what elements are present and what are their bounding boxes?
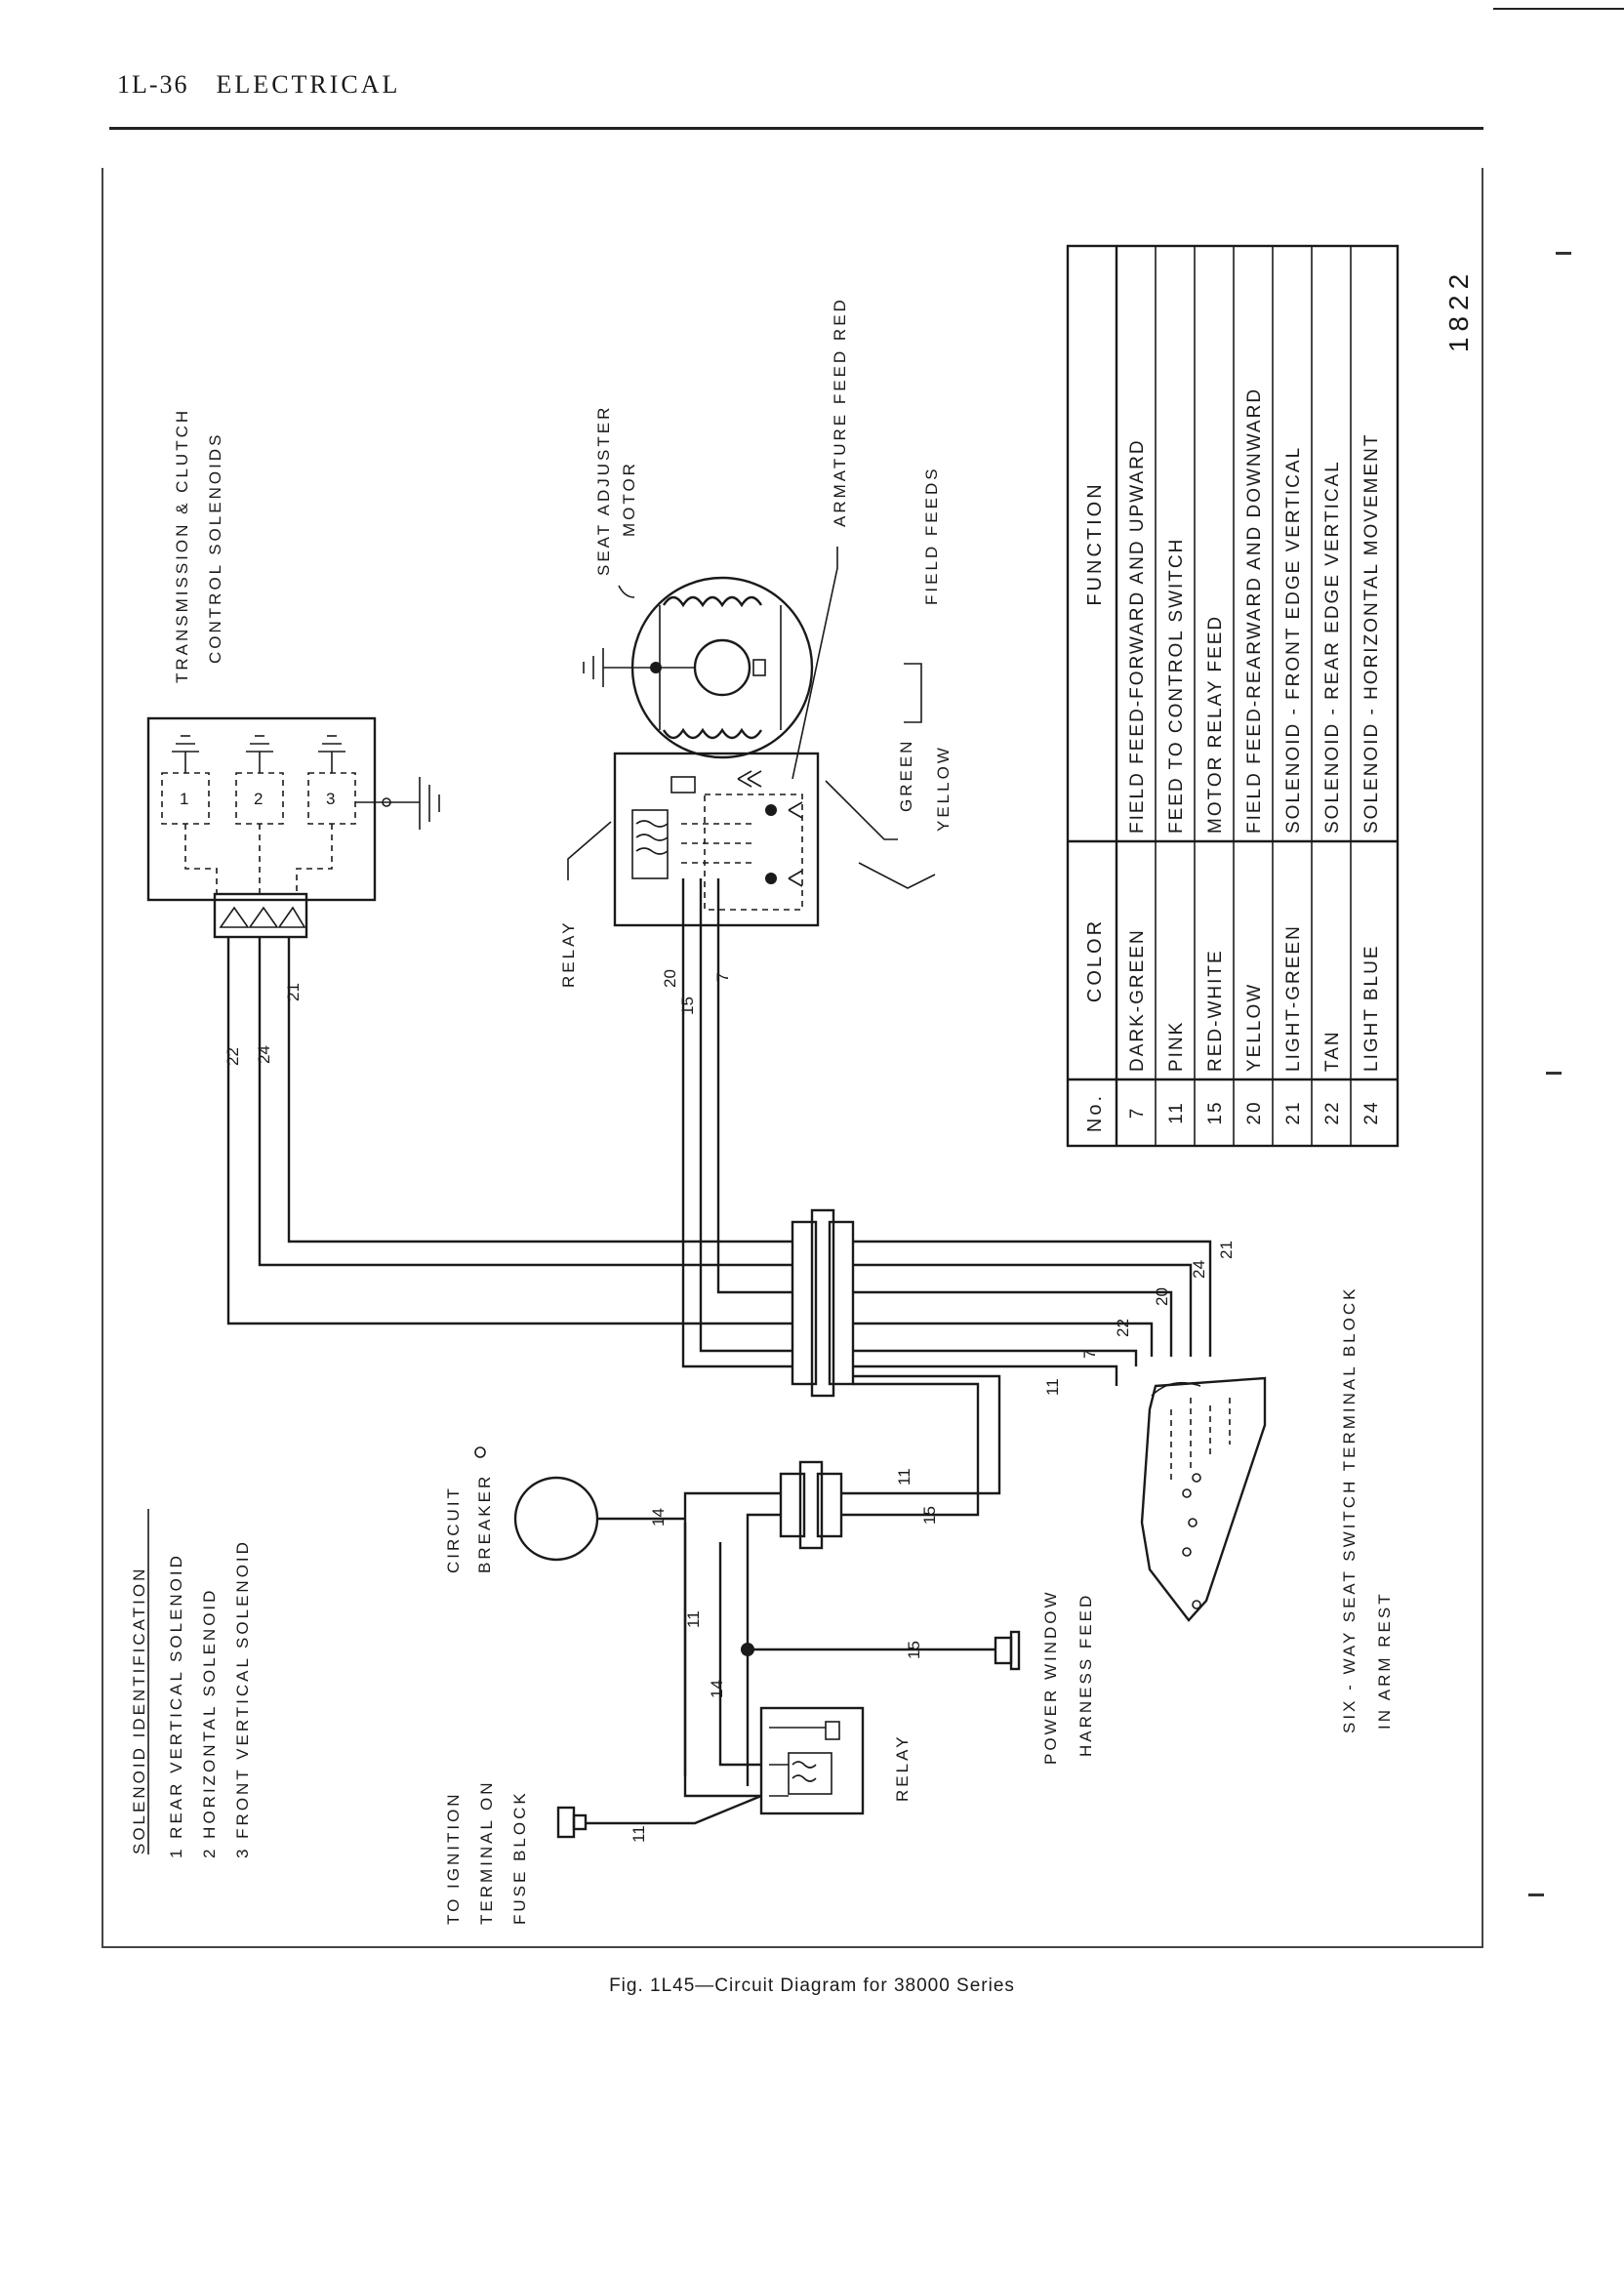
lower-relay [759,1706,865,1815]
margin-mark [1546,1072,1562,1075]
seat-motor-label: MOTOR [620,461,638,537]
wire-label: 11 [629,1825,648,1843]
relay-label: RELAY [559,920,578,989]
table-header-no: No. [1084,1093,1106,1132]
corner-rule [1493,8,1624,10]
table-cell-no: 7 [1127,1107,1148,1120]
table-cell-color: YELLOW [1244,983,1265,1072]
table-cell-no: 21 [1283,1100,1304,1124]
yellow-wire-label: YELLOW [934,745,953,832]
figure-caption: Fig. 1L45—Circuit Diagram for 38000 Seri… [609,1975,1015,1996]
solenoid-2-number: 2 [254,790,263,808]
wire-label: 21 [1217,1241,1236,1259]
table-cell-color: LIGHT-GREEN [1283,924,1304,1072]
table-cell-no: 15 [1205,1100,1226,1124]
ground-icon [172,735,345,773]
table-header-function: FUNCTION [1084,481,1106,605]
wire-label: 22 [223,1047,242,1066]
table-cell-color: DARK-GREEN [1127,928,1148,1072]
table-cell-function: MOTOR RELAY FEED [1205,615,1226,834]
wire-label: 24 [255,1045,273,1064]
relay-label: RELAY [893,1734,912,1803]
circuit-breaker-label: CIRCUIT [444,1486,463,1573]
seat-relay [613,752,820,927]
wire-label: 15 [920,1506,939,1525]
seat-adjuster-motor: SEAT ADJUSTER MOTOR [583,405,814,759]
table-cell-no: 11 [1166,1101,1187,1124]
switch-block-label: IN ARM REST [1375,1591,1394,1730]
ground-icon [583,648,656,687]
table-cell-function: FIELD FEED-REARWARD AND DOWNWARD [1244,387,1265,834]
wire-label: 11 [1043,1378,1062,1396]
solenoid-id-item: 1 REAR VERTICAL SOLENOID [167,1553,185,1858]
margin-mark [1556,252,1571,255]
solenoid-identification: SOLENOID IDENTIFICATION 1 REAR VERTICAL … [130,1509,252,1858]
wire-label: 7 [1080,1350,1099,1359]
ignition-label: TERMINAL ON [477,1779,496,1925]
table-header-color: COLOR [1084,918,1106,1002]
wire-label: 7 [713,973,732,982]
harness-grommet [791,1208,855,1398]
table-cell-function: SOLENOID - HORIZONTAL MOVEMENT [1361,433,1382,834]
wire-label: 20 [1153,1287,1171,1306]
section-title: ELECTRICAL [216,70,401,99]
table-cell-function: SOLENOID - FRONT EDGE VERTICAL [1283,446,1304,834]
solenoid-1-number: 1 [180,790,188,808]
table-cell-color: RED-WHITE [1205,949,1226,1072]
solenoid-id-item: 3 FRONT VERTICAL SOLENOID [233,1539,252,1858]
table-cell-color: LIGHT BLUE [1361,944,1382,1072]
wire-label: 15 [905,1641,923,1659]
wire-label: 14 [649,1508,668,1527]
power-window-label: HARNESS FEED [1076,1593,1095,1757]
table-cell-no: 22 [1322,1100,1343,1124]
wire-label: 24 [1190,1260,1208,1279]
wire-label: 21 [284,983,303,1001]
solenoid-id-title: SOLENOID IDENTIFICATION [130,1567,148,1854]
solenoid-block: TRANSMISSION & CLUTCH CONTROL SOLENOIDS … [146,408,440,939]
wire-label: 20 [661,969,679,988]
green-wire-label: GREEN [897,739,915,812]
ignition-label: FUSE BLOCK [510,1790,529,1925]
seat-motor-label: SEAT ADJUSTER [594,405,613,576]
table-cell-function: FEED TO CONTROL SWITCH [1166,538,1187,834]
wire-label: 15 [678,997,697,1015]
seat-switch-block [1140,1376,1267,1622]
wire-label: 14 [708,1680,726,1698]
power-window-label: POWER WINDOW [1041,1589,1060,1765]
margin-mark [1528,1893,1544,1896]
wire-table: No. COLOR FUNCTION 7 DARK-GREEN FIELD FE… [1066,244,1400,1148]
table-cell-no: 24 [1361,1100,1382,1124]
circuit-breaker [513,1476,685,1562]
field-feeds-label: FIELD FEEDS [922,466,941,605]
table-cell-color: TAN [1322,1030,1343,1072]
page-number: 1L-36 [117,70,189,99]
solenoid-id-item: 2 HORIZONTAL SOLENOID [200,1588,219,1858]
table-cell-function: SOLENOID - REAR EDGE VERTICAL [1322,460,1343,834]
figure-frame [102,168,1483,1948]
switch-block-label: SIX - WAY SEAT SWITCH TERMINAL BLOCK [1340,1286,1359,1733]
armature-feed-label: ARMATURE FEED RED [831,297,849,527]
circuit-breaker-label: BREAKER [475,1474,494,1573]
wire-label: 11 [895,1468,914,1486]
trans-solenoids-label: CONTROL SOLENOIDS [206,432,224,664]
lower-grommet [779,1460,843,1550]
ignition-label: TO IGNITION [444,1791,463,1925]
table-cell-color: PINK [1166,1021,1187,1072]
wire-label: 11 [684,1610,703,1628]
ground-icon [402,777,440,830]
header-rule [109,127,1483,130]
trans-solenoids-label: TRANSMISSION & CLUTCH [173,408,191,683]
wire-label: 22 [1114,1319,1132,1337]
table-cell-no: 20 [1244,1100,1265,1124]
figure-number: 1822 [1443,268,1474,352]
page-header: 1L-36 ELECTRICAL [117,70,400,100]
table-cell-function: FIELD FEED-FORWARD AND UPWARD [1127,438,1148,834]
solenoid-3-number: 3 [326,790,335,808]
